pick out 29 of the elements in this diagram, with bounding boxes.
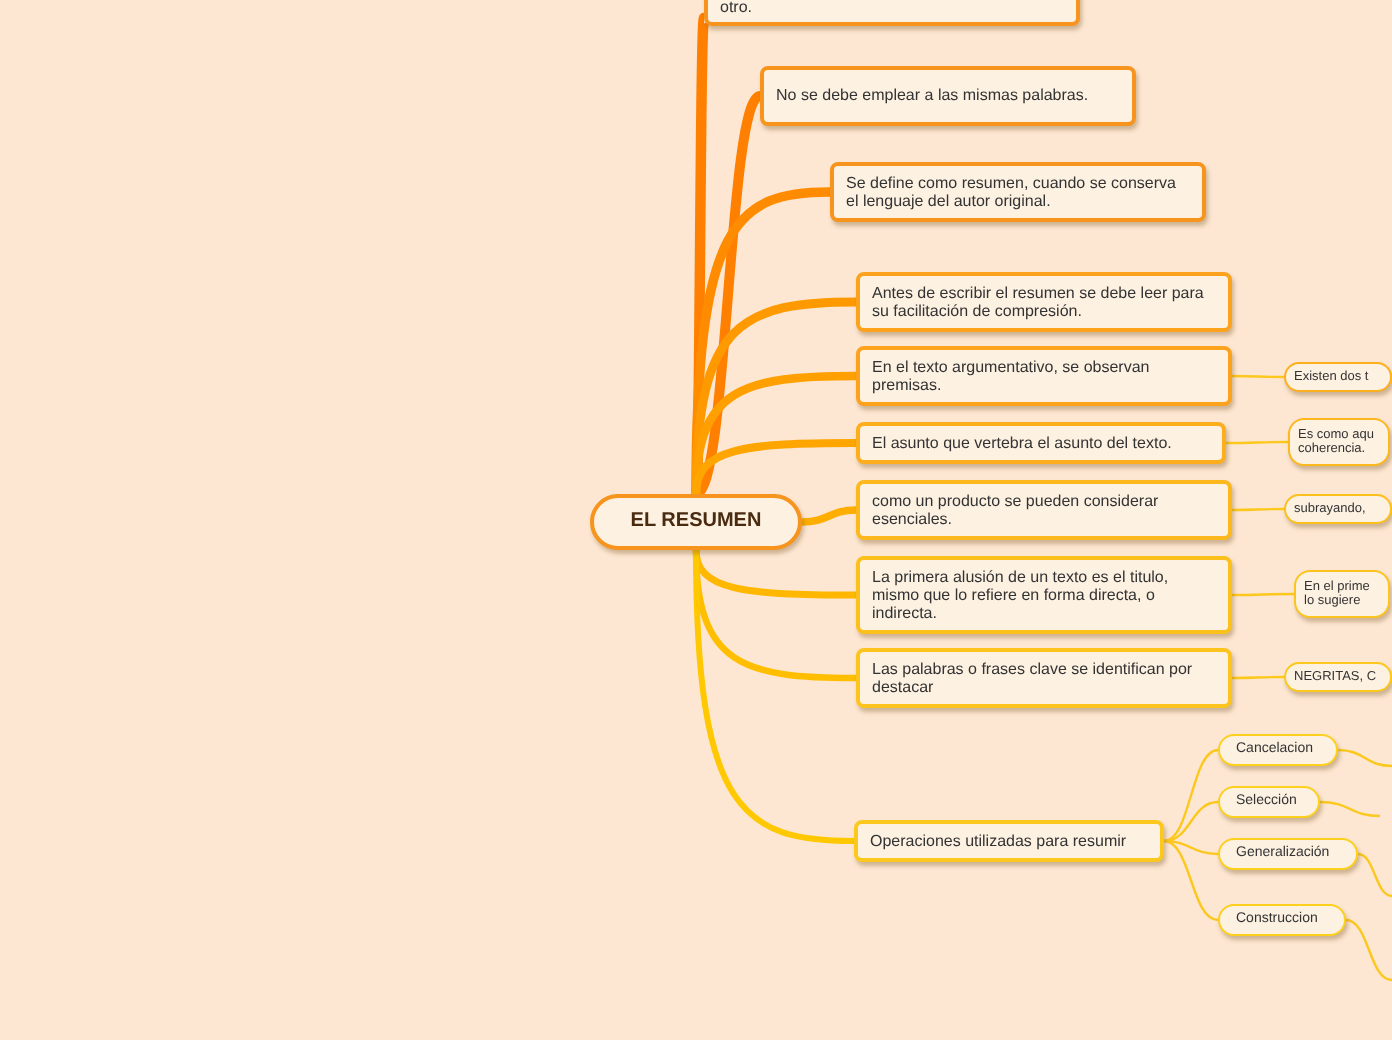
branch-line — [1232, 592, 1294, 597]
branch-line — [1345, 918, 1392, 982]
branch-line — [1232, 675, 1284, 680]
branch-line — [1163, 800, 1219, 843]
branch-line — [1337, 748, 1392, 768]
branch-line — [1226, 440, 1288, 445]
central-topic: EL RESUMEN — [590, 494, 802, 550]
topic-box: En el texto argumentativo, se observan premisas. — [856, 346, 1232, 406]
topic-box: Se define como resumen, cuando se conserva el lenguaje del autor original. — [830, 162, 1206, 222]
topic-box: La primera alusión de un texto es el titulo, mismo que lo refiere en forma directa, o indirecta. — [856, 556, 1232, 634]
branch-line — [1319, 800, 1381, 818]
branch-line — [693, 549, 855, 844]
branch-line — [1232, 374, 1284, 379]
topic-box: Operaciones utilizadas para resumir — [854, 820, 1164, 862]
topic-box: Antes de escribir el resumen se debe leer para su facilitación de compresión. — [856, 272, 1232, 332]
branch-line — [801, 506, 857, 526]
topic-box: El asunto que vertebra el asunto del texto. — [856, 422, 1226, 464]
topic-box: No se debe emplear a las mismas palabras. — [760, 66, 1136, 126]
branch-line — [692, 439, 856, 495]
branch-line — [1232, 507, 1284, 512]
branch-line — [1357, 852, 1392, 898]
topic-box: otro. — [704, 0, 1080, 26]
topic-box: Las palabras o frases clave se identifican por destacar — [856, 648, 1232, 708]
branch-line — [1163, 839, 1219, 922]
branch-line — [1163, 839, 1219, 856]
branch-line — [691, 187, 831, 495]
branch-line — [691, 297, 857, 495]
branch-line — [1163, 748, 1219, 843]
topic-box: como un producto se pueden considerar esenciales. — [856, 480, 1232, 540]
